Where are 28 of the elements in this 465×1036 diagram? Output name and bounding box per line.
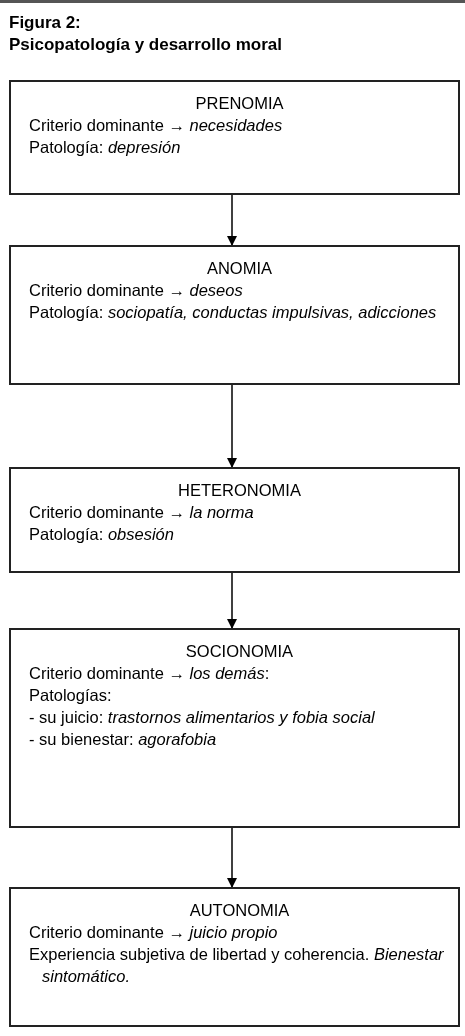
stage-description: Patología: sociopatía, conductas impulsivas, adicciones <box>29 302 438 323</box>
stage-heading: PRENOMIA <box>194 93 285 114</box>
stage-description: Criterio dominante → la norma <box>29 502 255 523</box>
arrow <box>227 384 237 468</box>
arrow <box>227 572 237 629</box>
stage-description: Experiencia subjetiva de libertad y coherencia. Bienestar sintomático. <box>29 944 445 987</box>
arrow <box>227 827 237 888</box>
stage-description: Criterio dominante → necesidades <box>29 115 284 136</box>
stage-box <box>9 80 460 195</box>
stage-box <box>9 467 460 573</box>
stage-description: - su juicio: trastornos alimentarios y fobia social <box>29 707 376 728</box>
stage-box <box>9 887 460 1027</box>
stage-heading: ANOMIA <box>205 258 274 279</box>
stage-description: Patología: depresión <box>29 137 182 158</box>
stage-description: Criterio dominante → deseos <box>29 280 244 301</box>
stage-description: Criterio dominante → juicio propio <box>29 922 279 943</box>
stage-heading: SOCIONOMIA <box>184 641 295 662</box>
stage-heading: AUTONOMIA <box>188 900 291 921</box>
stage-description: - su bienestar: agorafobia <box>29 729 218 750</box>
stage-box <box>9 628 460 828</box>
stage-description: Criterio dominante → los demás: <box>29 663 271 684</box>
stage-heading: HETERONOMIA <box>177 480 302 501</box>
arrow <box>227 194 237 246</box>
figure-title: Psicopatología y desarrollo moral <box>9 34 283 56</box>
stage-box <box>9 245 460 385</box>
stage-description: Patologías: <box>29 685 113 706</box>
figure-number: Figura 2: <box>9 12 81 34</box>
stage-description: Patología: obsesión <box>29 524 175 545</box>
